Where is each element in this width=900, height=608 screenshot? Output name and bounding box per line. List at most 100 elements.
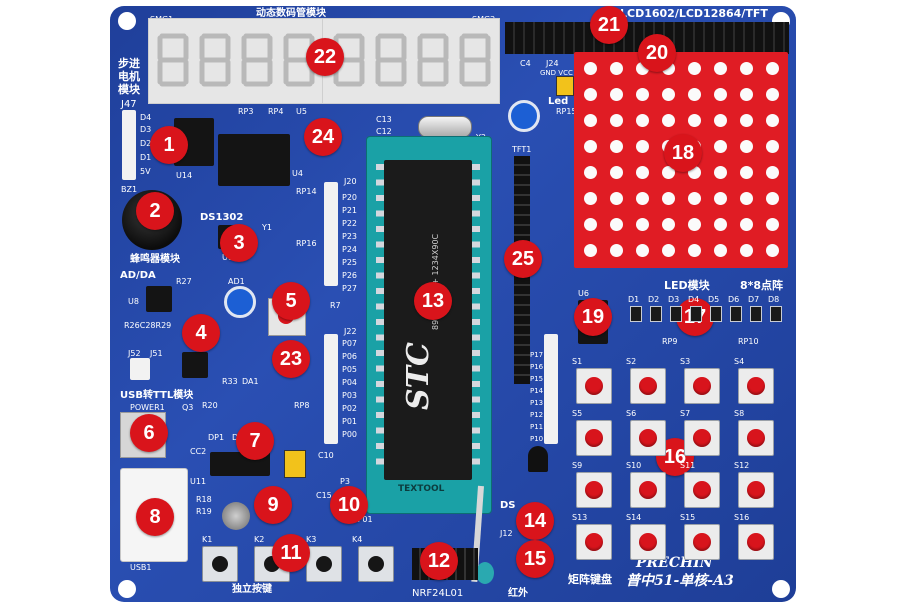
matrix-key[interactable] (738, 524, 774, 560)
j47-pin-label: 5V (140, 167, 151, 176)
matrix-led (714, 140, 727, 153)
matrix-key[interactable] (684, 472, 720, 508)
j51-label: J51 (150, 349, 163, 358)
matrix-key[interactable] (630, 472, 666, 508)
matrix-led (740, 244, 753, 257)
power-jumper[interactable] (284, 450, 306, 478)
matrix-key[interactable] (576, 420, 612, 456)
matrix-key[interactable] (576, 368, 612, 404)
matrix-led (662, 244, 675, 257)
rp10-label: RP10 (738, 337, 759, 346)
j47-pin-label: D3 (140, 125, 152, 134)
led (710, 306, 722, 322)
stepper-label-2: 电机 (118, 70, 140, 83)
matrix-led (584, 88, 597, 101)
callout-badge: 14 (516, 502, 554, 540)
matrix-led (740, 166, 753, 179)
key-cap (316, 556, 332, 572)
matrix-key[interactable] (630, 420, 666, 456)
key-cap (368, 556, 384, 572)
p2-pin-label: P21 (342, 206, 358, 215)
key-cap (639, 377, 657, 395)
matrix-key[interactable] (630, 524, 666, 560)
da1-label: DA1 (242, 377, 259, 386)
j52-label: J52 (128, 349, 141, 358)
u4-chip (218, 134, 290, 186)
matrix-key-label: S4 (734, 357, 745, 366)
matrix-led (584, 218, 597, 231)
key-cap (585, 533, 603, 551)
key-cap (747, 533, 765, 551)
matrix-key[interactable] (684, 368, 720, 404)
matrix-key[interactable] (738, 368, 774, 404)
matrix-module-label: 8*8点阵 (740, 279, 784, 292)
zif-lever-knob (476, 562, 494, 584)
matrix-led (610, 218, 623, 231)
callout-badge: 2 (136, 192, 174, 230)
tft1-label: TFT1 (512, 145, 532, 154)
matrix-led (610, 62, 623, 75)
matrix-led (766, 88, 779, 101)
callout-badge: 6 (130, 414, 168, 452)
key-cap (747, 429, 765, 447)
matrix-led (584, 114, 597, 127)
independent-key-k4[interactable] (358, 546, 394, 582)
stc-mcu-chip (384, 160, 472, 480)
opamp-chip (182, 352, 208, 378)
dp1-label: DP1 (208, 433, 225, 442)
usb-ttl-label: USB转TTL模块 (120, 390, 194, 401)
matrix-led (688, 88, 701, 101)
led-label: D1 (628, 295, 640, 304)
mounting-hole (118, 580, 136, 598)
matrix-led (688, 218, 701, 231)
matrix-key[interactable] (684, 420, 720, 456)
matrix-led (714, 218, 727, 231)
matrix-led (610, 192, 623, 205)
key-cap (639, 533, 657, 551)
p3-label: P3 (340, 477, 350, 486)
matrix-key[interactable] (738, 472, 774, 508)
r27-label: R27 (176, 277, 192, 286)
rp9-label: RP9 (662, 337, 678, 346)
electrolytic-capacitor (222, 502, 250, 530)
matrix-key[interactable] (576, 524, 612, 560)
u14-label: U14 (176, 171, 193, 180)
stc-logo: STC (401, 342, 436, 410)
r7-label: R7 (330, 301, 341, 310)
matrix-led (584, 244, 597, 257)
matrix-led (714, 114, 727, 127)
matrix-key[interactable] (630, 368, 666, 404)
matrix-led (662, 218, 675, 231)
matrix-led (714, 192, 727, 205)
matrix-key-label: S12 (734, 461, 750, 470)
p2-pin-label: P22 (342, 219, 358, 228)
matrix-key[interactable] (738, 420, 774, 456)
c10-label: C10 (318, 451, 334, 460)
callout-badge: 24 (304, 118, 342, 156)
led-matrix-dots (574, 52, 788, 268)
matrix-key[interactable] (684, 524, 720, 560)
c13-label: C13 (376, 115, 392, 124)
led-jumper[interactable] (556, 76, 574, 96)
independent-key-k3[interactable] (306, 546, 342, 582)
led (650, 306, 662, 322)
matrix-led (766, 166, 779, 179)
callout-badge: 22 (306, 38, 344, 76)
j47-pin-label: D1 (140, 153, 152, 162)
r20-label: R20 (202, 401, 218, 410)
matrix-led (636, 88, 649, 101)
matrix-key[interactable] (576, 472, 612, 508)
mounting-hole (118, 12, 136, 30)
callout-badge: 25 (504, 240, 542, 278)
led-label: D8 (768, 295, 780, 304)
matrix-led (662, 192, 675, 205)
independent-key-k1[interactable] (202, 546, 238, 582)
u8-label: U8 (128, 297, 139, 306)
key-cap (639, 429, 657, 447)
matrix-led (662, 114, 675, 127)
j24-label: J24 (546, 59, 559, 68)
matrix-led (688, 114, 701, 127)
nrf-label: NRF24L01 (412, 588, 464, 599)
callout-badge: 8 (136, 498, 174, 536)
p2-pin-label: P25 (342, 258, 358, 267)
